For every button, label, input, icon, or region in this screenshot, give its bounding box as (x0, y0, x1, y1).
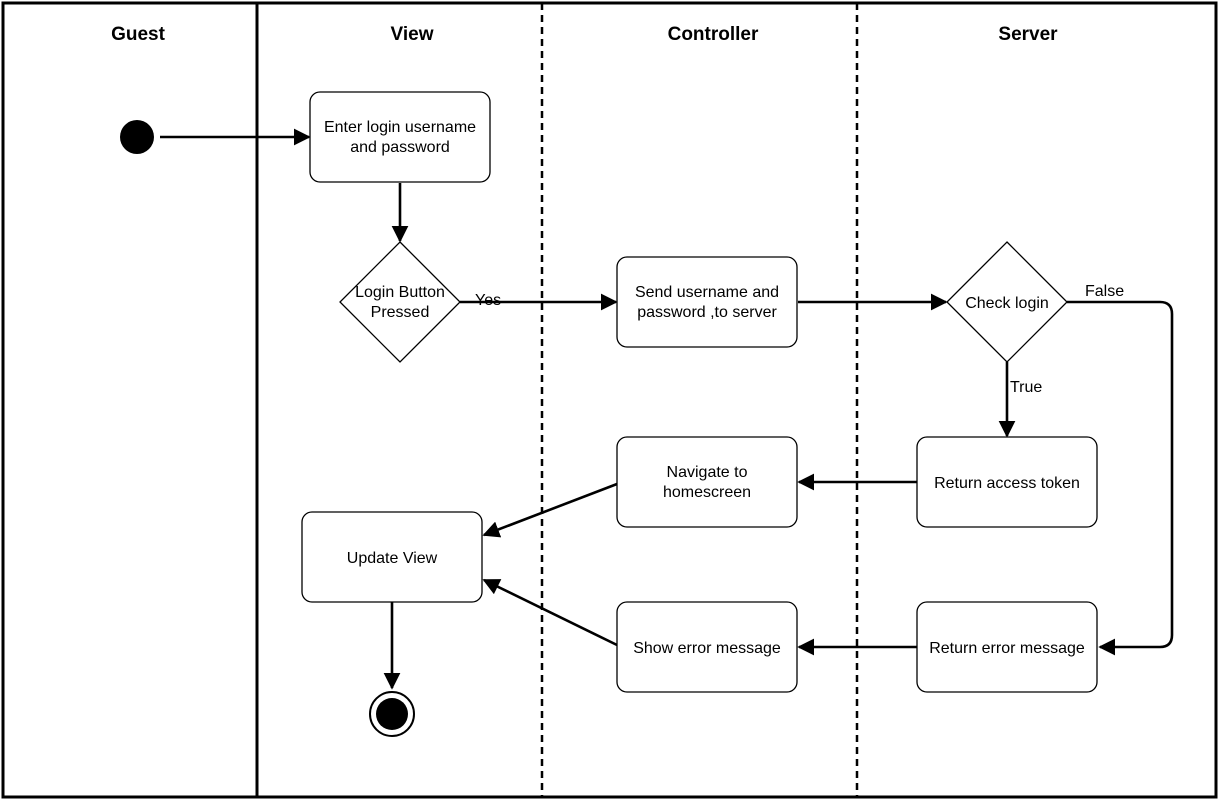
end-node (369, 691, 415, 737)
node-return-token-label: Return access token (934, 475, 1080, 492)
lane-title-guest: Guest (111, 24, 166, 45)
node-navigate-home-line2: homescreen (663, 484, 751, 501)
decision-login-button-line2: Pressed (371, 304, 430, 321)
node-return-error: Return error message (916, 601, 1098, 693)
start-node (120, 120, 154, 154)
decision-login-button-line1: Login Button (355, 284, 445, 301)
decision-check-login-label: Check login (965, 295, 1049, 312)
node-update-view: Update View (301, 511, 483, 603)
edge-label-false: False (1085, 283, 1124, 300)
lane-title-controller: Controller (668, 24, 759, 45)
node-enter-login: Enter login username and password (309, 91, 491, 183)
node-update-view-label: Update View (347, 550, 438, 567)
node-show-error: Show error message (616, 601, 798, 693)
decision-check-login: Check login (946, 241, 1068, 363)
edge-label-yes: Yes (475, 292, 501, 309)
edge-check-false (1067, 300, 1174, 656)
node-return-token: Return access token (916, 436, 1098, 528)
lane-title-view: View (391, 24, 434, 45)
node-show-error-label: Show error message (633, 640, 781, 657)
edge-navigate-to-update (482, 482, 618, 538)
node-navigate-home-line1: Navigate to (667, 464, 748, 481)
node-enter-login-line2: and password (350, 139, 450, 156)
decision-login-button: Login Button Pressed (339, 241, 461, 363)
edge-label-true: True (1010, 379, 1042, 396)
node-enter-login-line1: Enter login username (324, 119, 476, 136)
node-send-credentials-line1: Send username and (635, 284, 779, 301)
lane-title-server: Server (998, 24, 1058, 45)
node-send-credentials: Send username and password ,to server (616, 256, 798, 348)
node-send-credentials-line2: password ,to server (637, 304, 777, 321)
node-navigate-home: Navigate to homescreen (616, 436, 798, 528)
node-return-error-label: Return error message (929, 640, 1085, 657)
edge-show-to-update (482, 578, 618, 647)
